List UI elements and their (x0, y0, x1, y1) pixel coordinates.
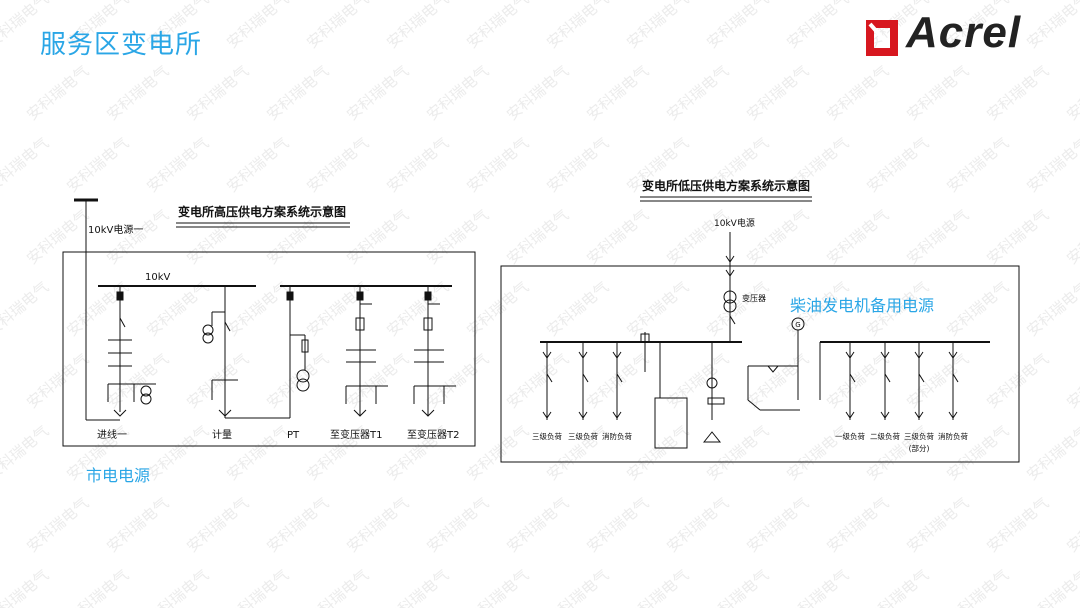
lv-load-label: 三级负荷 (904, 431, 934, 441)
hv-diagram: 变电所高压供电方案系统示意图 10kV电源一 10kV (62, 198, 476, 447)
hv-feeder-metering (202, 286, 290, 419)
generator-backup-note: 柴油发电机备用电源 (790, 296, 935, 315)
lv-enclosure (500, 265, 1020, 463)
logo-text: Acrel (906, 8, 1022, 57)
hv-feeder-label: 计量 (212, 428, 232, 441)
hv-feeder-t2 (413, 286, 456, 417)
lv-load-label: 三级负荷 (568, 431, 598, 441)
grid-power-note: 市电电源 (86, 466, 151, 485)
lv-diagram: 变电所低压供电方案系统示意图 10kV电源 变压器 G (500, 178, 1020, 463)
hv-bus-label: 10kV (145, 272, 171, 283)
hv-enclosure (62, 251, 476, 447)
lv-load-label: 二级负荷 (870, 431, 900, 441)
lv-source-label: 10kV电源 (714, 217, 755, 229)
lv-load-label: 消防负荷 (938, 431, 968, 441)
lv-left-feeders (542, 342, 623, 420)
hv-feeder-label: 至变压器T2 (407, 428, 459, 441)
logo-mark-icon (866, 20, 898, 56)
lv-meter-box (654, 397, 688, 449)
hv-feeder-label: PT (287, 430, 300, 441)
acrel-logo: Acrel (864, 8, 1060, 62)
lv-load-label: 一级负荷 (835, 431, 865, 441)
hv-feeder-label: 至变压器T1 (330, 428, 382, 441)
lv-load-sublabel: (部分) (909, 443, 930, 453)
lv-load-label: 消防负荷 (602, 431, 632, 441)
hv-feeder-label: 进线一 (97, 428, 127, 441)
hv-feeder-t1 (345, 286, 388, 417)
lv-title: 变电所低压供电方案系统示意图 (642, 178, 810, 193)
lv-right-feeders (845, 342, 959, 420)
lv-load-label: 三级负荷 (532, 431, 562, 441)
page-title: 服务区变电所 (40, 30, 203, 60)
hv-source-label: 10kV电源一 (88, 223, 143, 236)
hv-title: 变电所高压供电方案系统示意图 (178, 204, 346, 219)
lv-transformer-label: 变压器 (742, 293, 766, 303)
hv-feeder-incoming (86, 286, 156, 421)
hv-feeder-pt (286, 286, 310, 418)
generator-symbol-label: G (795, 321, 800, 329)
